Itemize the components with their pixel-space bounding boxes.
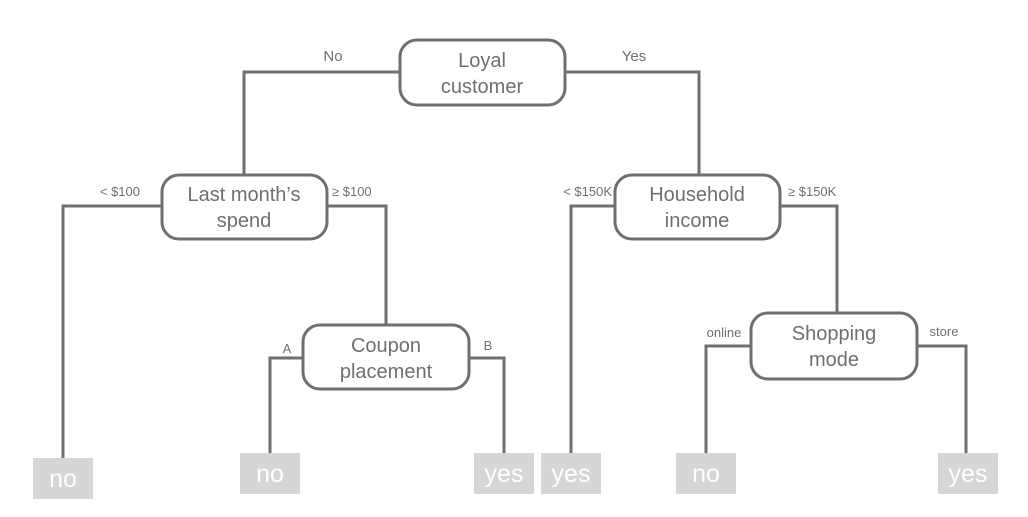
branch-labels: No Yes < $100 ≥ $100 < $150K ≥ $150K A B… [100,48,959,356]
branch-label-coupon-b: B [484,338,493,353]
node-loyal-customer: Loyal customer [398,38,567,107]
edge-income-high [780,204,839,313]
node-coupon-placement: Coupon placement [301,323,471,391]
node-household-income-line1: Household [649,184,745,206]
edge-mode-store [917,344,968,453]
tree-edges [61,70,968,458]
leaf-coupon-a: no [240,453,300,494]
node-coupon-placement-line1: Coupon [351,335,421,357]
node-shopping-mode-line2: mode [809,349,859,371]
leaf-coupon-a-label: no [256,460,284,488]
node-household-income: Household income [613,173,782,241]
node-last-months-spend-line1: Last month’s [187,184,300,206]
leaf-mode-store-label: yes [949,460,988,488]
branch-label-loyal-no: No [323,48,342,65]
leaf-coupon-b-label: yes [485,460,524,488]
node-loyal-customer-line1: Loyal [458,50,506,72]
edge-coupon-a [268,356,303,453]
node-household-income-line2: income [665,210,729,232]
node-shopping-mode-line1: Shopping [792,323,877,345]
branch-label-coupon-a: A [283,341,292,356]
node-loyal-customer-line2: customer [441,76,524,98]
edge-coupon-b [469,356,506,453]
branch-label-mode-store: store [930,324,959,339]
leaf-income-low-label: yes [552,460,591,488]
leaf-mode-store: yes [938,453,998,494]
edge-loyal-no [242,70,400,175]
node-coupon-placement-line2: placement [340,361,433,383]
edge-loyal-yes [565,70,701,175]
edge-mode-online [704,344,751,453]
branch-label-income-low: < $150K [563,184,612,199]
branch-label-income-high: ≥ $150K [788,184,837,199]
branch-label-loyal-yes: Yes [622,48,646,65]
edge-spend-low [61,204,162,458]
node-shopping-mode: Shopping mode [749,311,919,381]
edge-income-low [569,204,615,453]
node-last-months-spend-line2: spend [217,210,272,232]
leaf-mode-online: no [676,453,736,494]
leaf-mode-online-label: no [692,460,720,488]
leaf-spend-low-label: no [49,465,77,493]
leaf-coupon-b: yes [474,453,534,494]
node-last-months-spend: Last month’s spend [160,173,329,241]
branch-label-mode-online: online [707,325,742,340]
branch-label-spend-low: < $100 [100,184,140,199]
edge-spend-high [327,204,388,325]
leaf-spend-low: no [33,458,93,499]
branch-label-spend-high: ≥ $100 [332,184,372,199]
leaf-income-low: yes [541,453,601,494]
